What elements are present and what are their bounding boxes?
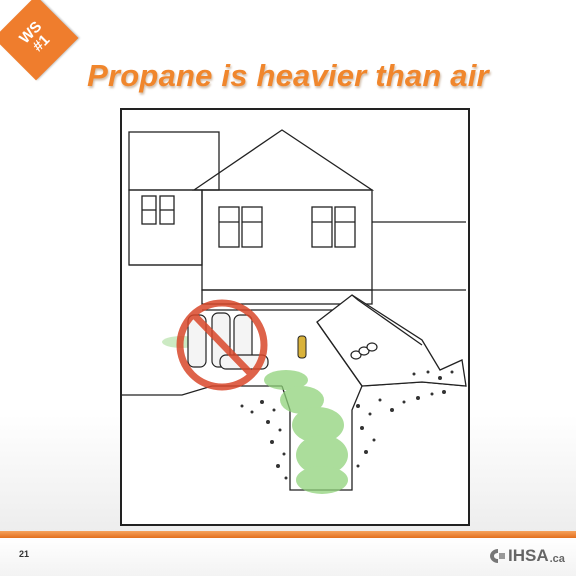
footer-accent-bar [0,531,576,538]
gravel [240,370,454,480]
valve [297,335,307,359]
house [128,129,466,311]
ihsa-logo: IHSA .ca [488,544,565,568]
logo-text: IHSA [508,546,549,565]
slide-title: Propane is heavier than air [87,58,489,93]
footer [0,538,576,576]
page-number: 21 [19,549,30,559]
prohibition-icon [176,299,268,391]
house-trench-drawing [122,129,467,494]
ihsa-logo-icon [490,549,505,563]
propane-illustration [120,108,470,526]
propane-gas-cloud [162,336,348,494]
dirt-mound [316,294,467,387]
logo-suffix: .ca [549,552,565,565]
pipes [350,342,378,360]
